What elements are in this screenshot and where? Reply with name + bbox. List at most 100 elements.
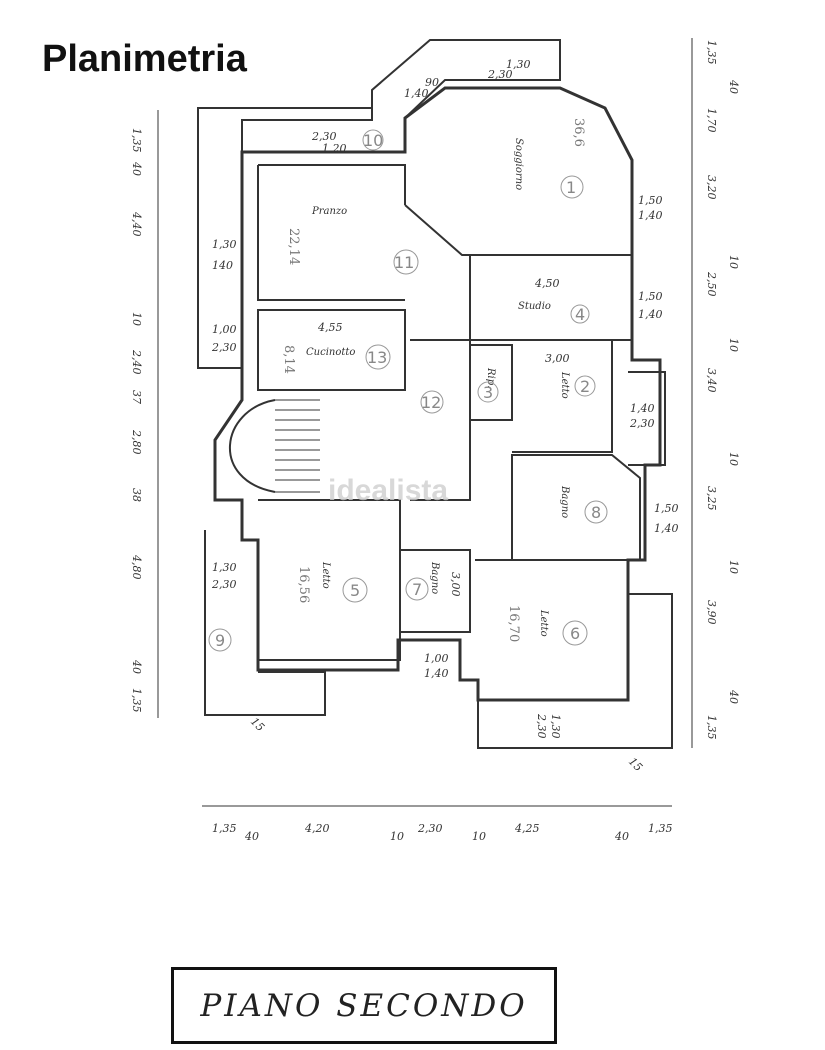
- room-number: 2: [580, 377, 590, 396]
- right-dim: 1,35: [705, 40, 718, 65]
- left-dim: 37: [130, 390, 143, 404]
- inner-dim: 1,50: [654, 502, 679, 515]
- inner-dim: 15: [248, 715, 267, 734]
- room-number: 12: [421, 393, 441, 412]
- inner-dim: 1,30: [212, 238, 237, 251]
- room-area: 36,6: [571, 118, 586, 147]
- inner-dim: 2,30: [311, 130, 337, 143]
- inner-dim: 90: [425, 76, 439, 89]
- inner-dim: 1,30: [212, 561, 237, 574]
- inner-dim: 2,30: [487, 68, 513, 81]
- room-label-soggiorno: Soggiorno: [513, 138, 524, 190]
- room-number: 5: [350, 581, 360, 600]
- room-label-letto: Letto: [320, 561, 331, 589]
- room-number: 3: [483, 383, 493, 402]
- inner-dim: 1,20: [322, 142, 347, 155]
- inner-dim: 3,00: [449, 572, 462, 597]
- bottom-dim: 1,35: [212, 822, 237, 835]
- bottom-dim: 10: [472, 830, 486, 843]
- left-dim: 2,40: [130, 349, 143, 375]
- right-dim: 10: [727, 560, 740, 574]
- right-dim: 1,35: [705, 715, 718, 740]
- bottom-dim: 2,30: [417, 822, 443, 835]
- room-area: 22,14: [286, 228, 301, 265]
- inner-dim: 140: [212, 259, 233, 272]
- right-dimensions: 1,35 40 1,70 3,20 10 2,50 10 3,40 10 3,2…: [705, 40, 740, 740]
- inner-dimensions: 1,30 2,30 90 1,40 1,20 2,30 1,50 1,40 1,…: [211, 58, 679, 774]
- walls: [197, 39, 673, 749]
- inner-dim: 1,00: [424, 652, 449, 665]
- room-label-bagno: Bagno: [559, 485, 570, 518]
- inner-dim: 4,50: [534, 277, 560, 290]
- bottom-dim: 10: [390, 830, 404, 843]
- room-area: 16,56: [296, 566, 311, 603]
- right-dim: 40: [727, 689, 740, 704]
- bottom-dim: 40: [244, 830, 259, 843]
- left-dim: 4,80: [130, 554, 143, 580]
- inner-dim: 1,40: [424, 667, 449, 680]
- room-number: 13: [367, 348, 387, 367]
- right-dim: 2,50: [705, 271, 718, 297]
- right-dim: 10: [727, 255, 740, 269]
- room-number: 11: [394, 253, 414, 272]
- room-labels: Soggiorno Pranzo Studio Cucinotto Rip. L…: [306, 138, 570, 637]
- inner-dim: 1,40: [638, 209, 663, 222]
- inner-dim: 1,50: [638, 194, 663, 207]
- left-dim: 40: [130, 161, 143, 176]
- inner-dim: 2,30: [535, 713, 548, 739]
- left-dim: 1,35: [130, 128, 143, 153]
- right-dim: 3,90: [705, 600, 718, 625]
- inner-dim: 3,00: [545, 352, 570, 365]
- right-dim: 3,20: [705, 175, 718, 200]
- room-number: 1: [566, 178, 576, 197]
- right-dim: 10: [727, 338, 740, 352]
- inner-dim: 1,40: [638, 308, 663, 321]
- bottom-dim: 4,20: [304, 822, 330, 835]
- right-dim: 1,70: [705, 108, 718, 133]
- inner-dim: 4,55: [317, 321, 343, 334]
- room-label-rip: Rip.: [485, 367, 496, 388]
- inner-dim: 2,30: [629, 417, 655, 430]
- left-dim: 10: [130, 312, 143, 326]
- room-number: 7: [412, 580, 422, 599]
- bottom-dim: 1,35: [648, 822, 673, 835]
- room-area: 16,70: [506, 605, 521, 642]
- inner-dim: 1,30: [549, 714, 562, 739]
- left-dim: 38: [130, 488, 143, 502]
- floor-label: PIANO SECONDO: [200, 988, 528, 1024]
- inner-dim: 1,50: [638, 290, 663, 303]
- dimension-lines: [157, 38, 693, 807]
- room-number: 6: [570, 624, 580, 643]
- left-dim: 2,80: [130, 429, 143, 455]
- right-dim: 3,40: [705, 368, 718, 393]
- left-dimensions: 1,35 40 4,40 10 2,40 37 2,80 38 4,80 40 …: [130, 128, 143, 713]
- right-dim: 10: [727, 452, 740, 466]
- bottom-dim: 40: [614, 830, 629, 843]
- inner-dim: 2,30: [211, 578, 237, 591]
- inner-dim: 1,40: [654, 522, 679, 535]
- bottom-dim: 4,25: [514, 822, 540, 835]
- inner-dim: 1,40: [404, 87, 429, 100]
- inner-dim: 15: [626, 755, 645, 774]
- bottom-dimensions: 1,35 40 4,20 10 2,30 10 4,25 40 1,35: [212, 822, 673, 843]
- room-label-bagno: Bagno: [429, 561, 440, 594]
- room-number: 4: [575, 305, 585, 324]
- left-dim: 4,40: [130, 211, 143, 237]
- room-number: 9: [215, 631, 225, 650]
- room-number: 8: [591, 503, 601, 522]
- right-dim: 40: [727, 79, 740, 94]
- room-area: 8,14: [281, 345, 296, 374]
- left-dim: 40: [130, 659, 143, 674]
- inner-dim: 1,30: [506, 58, 531, 71]
- room-numbers: [208, 129, 608, 652]
- floor-label-box: PIANO SECONDO: [171, 967, 557, 1044]
- room-label-letto: Letto: [559, 371, 570, 399]
- room-label-studio: Studio: [518, 301, 551, 312]
- room-label-pranzo: Pranzo: [311, 206, 347, 217]
- inner-dim: 2,30: [211, 341, 237, 354]
- page-title: Planimetria: [42, 38, 247, 80]
- inner-dim: 1,00: [212, 323, 237, 336]
- room-label-letto: Letto: [538, 609, 549, 637]
- inner-dim: 1,40: [630, 402, 655, 415]
